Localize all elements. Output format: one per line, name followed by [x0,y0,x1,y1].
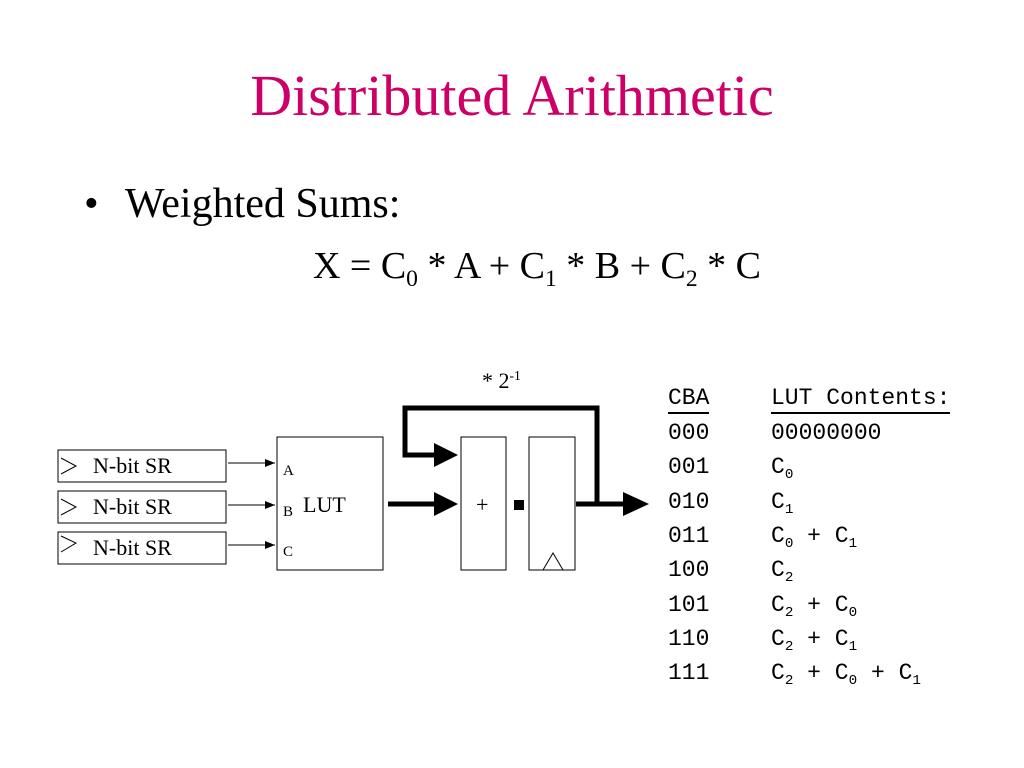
feedback-text: * 2 [482,368,510,393]
eq-part: * B + C [556,245,686,287]
bullet-text: Weighted Sums: [125,181,401,227]
table-cell-cba: 010 [668,488,710,515]
plus-sign: + [857,660,899,687]
feedback-path [402,405,600,504]
term: C [834,625,849,652]
table-header-cba: CBA [668,385,710,414]
shift-register-box [57,531,227,565]
eq-part: * A + C [417,245,545,287]
table-cell-contents: C2 [771,557,794,587]
term-subscript: 0 [848,604,858,621]
term-subscript: 1 [848,535,858,552]
lut-input-a: A [283,463,294,479]
term: 00000000 [771,420,882,446]
eq-part: * C [697,245,762,287]
lut-input-c: C [283,544,294,560]
table-cell-contents: 00000000 [771,420,881,446]
table-cell-contents: C2 + C0 + C1 [771,660,921,690]
term: C [771,557,785,584]
eq-sub: 1 [544,266,557,293]
table-cell-cba: 011 [668,522,710,549]
table-cell-contents: C2 + C1 [771,625,858,655]
shift-register-box [57,490,227,524]
term-subscript: 0 [784,467,794,484]
table-cell-contents: C1 [771,488,794,518]
shift-register-label: N-bit SR [93,494,172,519]
term-subscript: 1 [784,501,794,518]
term: C [834,591,849,618]
plus-sign: + [793,625,835,652]
adder-label: + [476,492,489,517]
term: C [771,522,785,549]
clock-triangle-icon [60,498,78,516]
arrowhead-icon [434,443,458,467]
adder-box [460,436,507,571]
table-cell-cba: 000 [668,420,710,446]
term-subscript: 2 [784,604,794,621]
clock-triangle-icon [60,457,78,475]
term-subscript: 0 [784,535,794,552]
feedback-label: * 2-1 [482,368,521,394]
plus-sign: + [793,522,835,549]
shift-register-label: N-bit SR [93,535,172,560]
plus-sign: + [793,660,835,687]
term-subscript: 1 [912,673,921,690]
plus-sign: + [793,591,835,618]
shift-register-label: N-bit SR [93,453,172,478]
term: C [771,660,785,687]
table-header-contents: LUT Contents: [771,385,951,414]
table-cell-cba: 001 [668,454,710,481]
equation: X = C0 * A + C1 * B + C2 * C [0,244,1024,291]
feedback-exponent: -1 [509,367,521,383]
table-cell-contents: C0 [771,454,794,484]
arrowhead-icon [623,492,649,516]
term: C [771,488,785,515]
eq-part: X = C [312,245,407,287]
table-cell-cba: 111 [668,660,710,687]
term: C [771,454,785,481]
lut-box [276,436,384,571]
table-cell-contents: C2 + C0 [771,591,858,621]
table-cell-cba: 110 [668,625,710,652]
lut-input-b: B [283,504,294,520]
lut-label: LUT [303,492,346,517]
term: C [834,522,849,549]
bullet-marker: • [84,181,99,227]
clock-triangle-icon [60,535,78,553]
term-subscript: 2 [784,673,794,690]
term: C [898,660,913,687]
term-subscript: 2 [784,570,794,587]
eq-sub: 2 [685,266,698,293]
term: C [771,625,785,652]
table-cell-cba: 100 [668,557,710,584]
eq-sub: 0 [406,266,418,293]
term-subscript: 1 [848,638,858,655]
term: C [834,660,849,687]
table-cell-contents: C0 + C1 [771,522,858,552]
clock-triangle-icon [542,552,564,571]
term: C [771,591,785,618]
arrowhead-icon [434,492,458,516]
connector-dot [514,500,524,510]
table-cell-cba: 101 [668,591,710,618]
term-subscript: 2 [784,638,794,655]
register-box [528,436,576,571]
term-subscript: 0 [848,673,858,690]
shift-register-box [57,449,227,483]
slide-title: Distributed Arithmetic [250,63,774,128]
